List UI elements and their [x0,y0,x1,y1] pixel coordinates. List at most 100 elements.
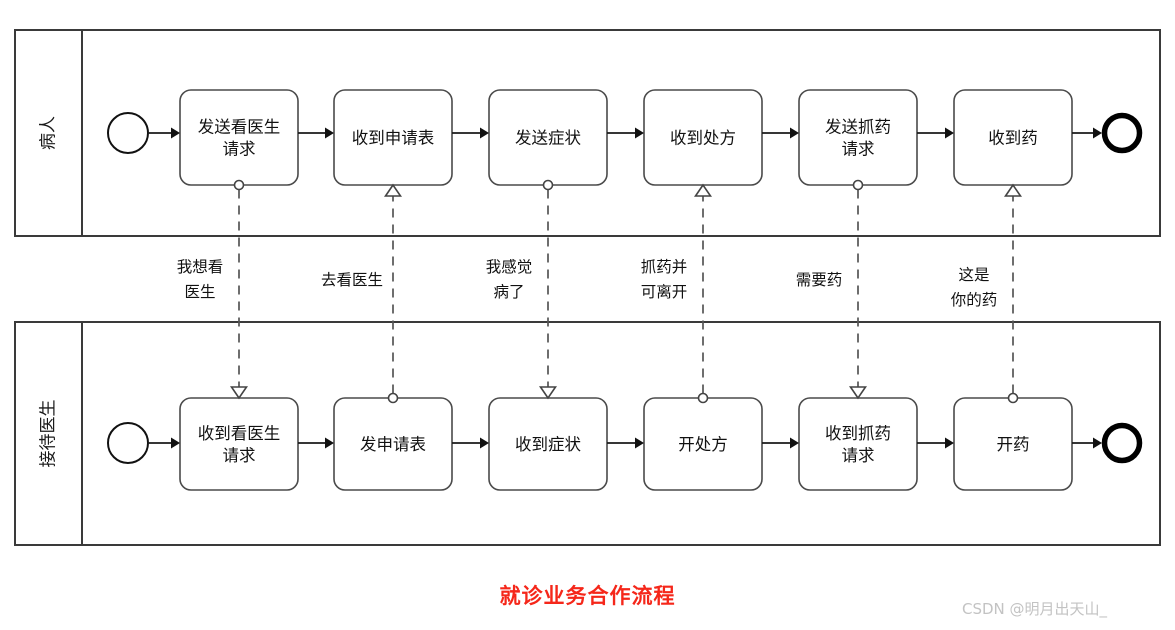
task-d6[interactable]: 开药 [953,397,1073,491]
end-event-patient[interactable] [1101,112,1143,154]
message-flow-mf5: 需要药 [796,179,868,400]
message-flow-label-mf6-line2: 你的药 [951,291,998,309]
message-flow-label-mf4-line2: 可离开 [641,283,688,301]
sequence-flow-arrowhead-sf-p5 [945,127,954,139]
message-flow-label-mf1-line2: 医生 [184,283,215,301]
sequence-flow-sf-p2 [452,127,489,139]
message-flow-arrowhead-mf1 [229,386,249,400]
start-event-doctor[interactable] [107,422,149,464]
message-flow-label-mf3-line1: 我感觉 [486,258,533,276]
pool-label-doctor: 接待医生 [39,400,59,468]
task-label-d6-line1: 开药 [997,435,1030,454]
sequence-flow-sf-d0 [148,437,180,449]
sequence-flow-arrowhead-sf-d6 [1093,437,1102,449]
task-box-p5[interactable] [798,89,918,186]
sequence-flow-arrowhead-sf-p1 [325,127,334,139]
task-label-d5-line2: 请求 [842,446,875,465]
message-flow-label-mf5-line1: 需要药 [796,271,843,289]
message-flow-source-dot-mf5 [852,179,864,191]
sequence-flow-arrowhead-sf-d3 [635,437,644,449]
task-p3[interactable]: 发送症状 [488,89,608,186]
message-flow-arrowhead-mf4 [693,183,713,197]
message-flow-arrowhead-mf2 [383,183,403,197]
sequence-flow-sf-d2 [452,437,489,449]
sequence-flow-arrowhead-sf-d5 [945,437,954,449]
diagram-title: 就诊业务合作流程 [499,584,676,608]
watermark-text: CSDN @明月出天山_ [962,600,1108,618]
task-label-p5-line1: 发送抓药 [825,118,891,137]
sequence-flow-arrowhead-sf-p3 [635,127,644,139]
sequence-flow-arrowhead-sf-p2 [480,127,489,139]
message-flow-source-dot-mf3 [542,179,554,191]
task-p4[interactable]: 收到处方 [643,89,763,186]
message-flow-label-mf6-line1: 这是 [958,266,989,284]
message-flow-source-dot-mf6 [1007,392,1019,404]
sequence-flow-arrowhead-sf-p6 [1093,127,1102,139]
task-d2[interactable]: 发申请表 [333,397,453,491]
message-flow-source-dot-mf1 [233,179,245,191]
sequence-flow-sf-p5 [917,127,954,139]
sequence-flow-sf-d1 [298,437,334,449]
message-flow-source-dot-mf2 [387,392,399,404]
sequence-flow-sf-d4 [762,437,799,449]
task-box-d5[interactable] [798,397,918,491]
sequence-flow-sf-d5 [917,437,954,449]
sequence-flow-arrowhead-sf-d2 [480,437,489,449]
task-label-p2-line1: 收到申请表 [352,129,435,148]
start-event-patient[interactable] [107,112,149,154]
task-box-p1[interactable] [179,89,299,186]
task-label-p3-line1: 发送症状 [515,129,582,148]
sequence-flow-sf-p3 [607,127,644,139]
sequence-flow-sf-d6 [1072,437,1102,449]
end-event-doctor[interactable] [1101,422,1143,464]
task-label-p5-line2: 请求 [842,140,875,159]
message-flow-label-mf2-line1: 去看医生 [321,271,383,289]
task-label-p1-line1: 发送看医生 [198,118,281,137]
sequence-flow-arrowhead-sf-p0 [171,127,180,139]
task-p2[interactable]: 收到申请表 [333,89,453,186]
message-flow-arrowhead-mf6 [1003,183,1023,197]
sequence-flows [148,127,1102,449]
message-flow-arrowhead-mf3 [538,386,558,400]
pool-label-patient: 病人 [39,116,59,150]
sequence-flow-sf-p0 [148,127,180,139]
sequence-flow-arrowhead-sf-d0 [171,437,180,449]
message-flow-arrowhead-mf5 [848,386,868,400]
sequence-flow-arrowhead-sf-p4 [790,127,799,139]
task-label-d1-line2: 请求 [223,446,256,465]
message-flow-source-dot-mf4 [697,392,709,404]
task-d4[interactable]: 开处方 [643,397,763,491]
task-label-d4-line1: 开处方 [678,435,728,454]
message-flow-label-mf4-line1: 抓药并 [641,258,688,276]
sequence-flow-arrowhead-sf-d1 [325,437,334,449]
task-label-p6-line1: 收到药 [988,129,1038,148]
task-label-d2-line1: 发申请表 [360,435,426,454]
task-d3[interactable]: 收到症状 [488,397,608,491]
message-flow-label-mf3-line2: 病了 [493,283,524,301]
task-label-d3-line1: 收到症状 [515,435,582,454]
task-label-d5-line1: 收到抓药 [825,424,891,443]
message-flow-label-mf1-line1: 我想看 [177,258,224,276]
sequence-flow-arrowhead-sf-d4 [790,437,799,449]
sequence-flow-sf-p1 [298,127,334,139]
task-label-d1-line1: 收到看医生 [198,424,281,443]
sequence-flow-sf-p6 [1072,127,1102,139]
task-p6[interactable]: 收到药 [953,89,1073,186]
sequence-flow-sf-p4 [762,127,799,139]
task-label-p4-line1: 收到处方 [670,129,736,148]
task-box-d1[interactable] [179,397,299,491]
message-flow-mf2: 去看医生 [321,183,403,404]
